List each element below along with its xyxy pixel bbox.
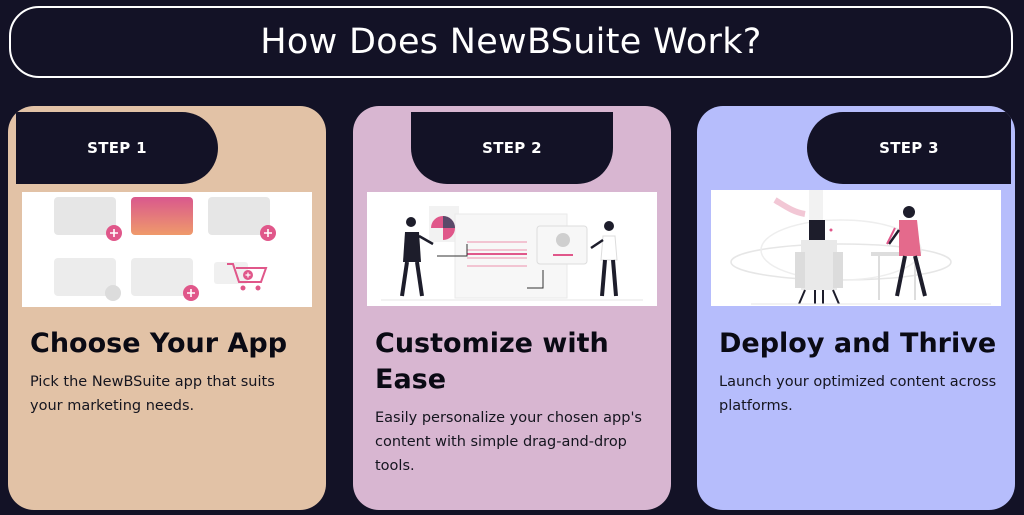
step-title: Customize with Ease <box>375 328 609 395</box>
step-title: Deploy and Thrive <box>719 328 997 359</box>
step-description: Launch your optimized content across pla… <box>719 374 997 414</box>
step-card-2: STEP 2 Customize with Ease Easily per <box>353 106 671 510</box>
step-label: STEP 2 <box>482 139 542 157</box>
step-card-1: STEP 1 <box>8 106 326 510</box>
step-tab-1: STEP 1 <box>16 112 218 184</box>
step-description: Pick the NewBSuite app that suits your m… <box>30 374 275 414</box>
people-customizing-dashboard-icon <box>381 206 643 301</box>
deploy-illustration <box>711 190 1001 306</box>
customize-illustration <box>367 192 657 306</box>
step-card-3: STEP 3 Deploy and Thrive Launch your opt… <box>697 106 1015 510</box>
app-grid-with-cart-icon <box>54 197 276 301</box>
app-grid-illustration <box>22 192 312 307</box>
step-label: STEP 1 <box>87 139 147 157</box>
rocket-launch-icon <box>730 190 991 305</box>
page-title: How Does NewBSuite Work? <box>260 22 762 62</box>
page-title-banner: How Does NewBSuite Work? <box>9 6 1013 78</box>
step-description: Easily personalize your chosen app's con… <box>375 410 642 474</box>
step-label: STEP 3 <box>879 139 939 157</box>
step-tab-3: STEP 3 <box>807 112 1011 184</box>
step-title: Choose Your App <box>30 328 288 359</box>
step-tab-2: STEP 2 <box>411 112 613 184</box>
